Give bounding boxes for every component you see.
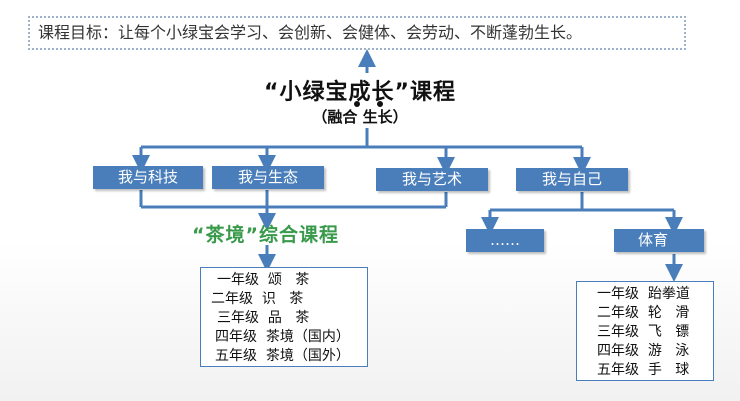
tea-course-item: 四年级 茶境（国内） — [215, 329, 350, 345]
course-subtitle: （融合 生长） — [312, 108, 408, 126]
self-child-more: …… — [466, 229, 544, 252]
self-child-sports: 体育 — [614, 229, 704, 252]
sports-course-item: 一年级 跆拳道 — [597, 286, 690, 302]
tea-course-item: 一年级 颂 茶 — [217, 272, 310, 288]
tea-course-list: 一年级 颂 茶 二年级 识 茶 三年级 品 茶 四年级 茶境（国内） 五年级 茶… — [200, 267, 368, 367]
sports-course-list: 一年级 跆拳道 二年级 轮 滑 三年级 飞 镖 四年级 游 泳 五年级 手 球 — [576, 281, 714, 381]
branch-ecology: 我与生态 — [212, 166, 324, 189]
tea-course-item: 二年级 识 茶 — [211, 291, 304, 307]
tea-course-item: 五年级 茶境（国外） — [215, 348, 350, 364]
branch-tech: 我与科技 — [93, 166, 203, 189]
tea-course-item: 三年级 品 茶 — [217, 310, 310, 326]
course-title: “小绿宝成长”课程 — [264, 80, 456, 105]
emphasis-dot — [377, 101, 383, 107]
branch-self: 我与自己 — [516, 168, 628, 191]
tea-course-title: “茶境”综合课程 — [192, 224, 339, 246]
branch-art: 我与艺术 — [376, 168, 488, 191]
course-goal: 课程目标：让每个小绿宝会学习、会创新、会健体、会劳动、不断蓬勃生长。 — [28, 16, 686, 50]
sports-course-item: 三年级 飞 镖 — [597, 324, 690, 340]
sports-course-item: 二年级 轮 滑 — [597, 305, 690, 321]
emphasis-dot — [354, 101, 360, 107]
sports-course-item: 五年级 手 球 — [597, 362, 690, 378]
sports-course-item: 四年级 游 泳 — [597, 343, 690, 359]
